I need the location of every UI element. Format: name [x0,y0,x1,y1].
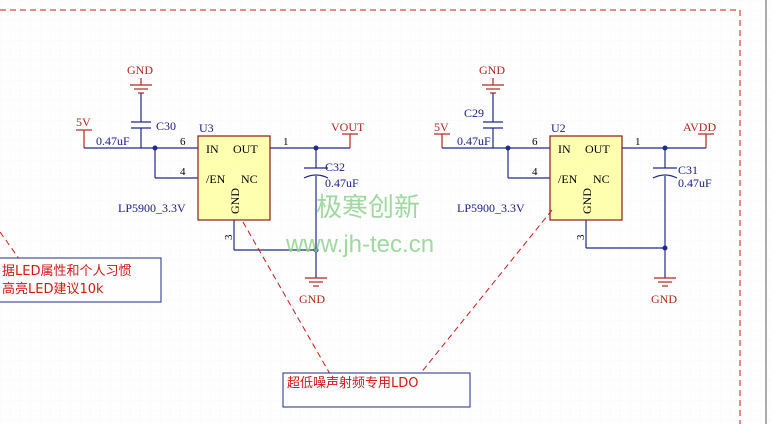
pin-out-label: OUT [233,142,258,156]
pin-in-label: IN [558,142,571,156]
ground-symbol-top [130,78,152,94]
junction-dot [662,245,668,251]
callout-leaders [0,209,553,375]
c30-value: 0.47uF [96,134,130,148]
power-5v-label: 5V [76,115,91,129]
c30-ref: C30 [156,119,176,133]
pin-nc-label: NC [593,172,610,186]
note-left-line1: 据LED属性和个人习惯 [2,263,131,279]
note-box-left[interactable]: 据LED属性和个人习惯 高亮LED建议10k [0,257,162,303]
pin-nc-label: NC [241,172,258,186]
c32-value: 0.47uF [325,176,359,190]
ldo-circuit-u2: GND C29 0.47uF 5V U2 IN OUT /EN NC GND 6… [434,63,716,306]
u3-ref: U3 [199,121,214,135]
c31-ref: C31 [678,163,698,177]
pin-gnd-label: GND [580,188,594,214]
note-box-bottom[interactable]: 超低噪声射频专用LDO [282,372,471,408]
pin-1-number: 1 [283,136,289,148]
watermark-url: www.jh-tec.cn [285,231,434,258]
pin-in-label: IN [206,142,219,156]
ground-symbol-bottom [654,277,676,287]
pin-3-number: 3 [223,234,235,240]
capacitor-c32 [303,167,329,179]
pin-en-label: /EN [206,172,226,186]
c29-value: 0.47uF [457,134,491,148]
part-number-u3: LP5900_3.3V [118,201,186,215]
pin-3-number: 3 [575,234,587,240]
junction-dot [313,247,319,253]
pin-6-number: 6 [180,136,186,148]
vout-label: VOUT [331,120,365,134]
pin-1-number: 1 [635,136,641,148]
pin-6-number: 6 [532,136,538,148]
chip-u2[interactable] [549,135,623,221]
gnd-label-bottom: GND [651,292,677,306]
pin-4-number: 4 [532,166,538,178]
capacitor-c31 [652,167,678,179]
gnd-label-top: GND [479,63,505,77]
gnd-label-bottom: GND [299,292,325,306]
note-bottom-text: 超低噪声射频专用LDO [287,375,419,391]
pin-out-label: OUT [585,142,610,156]
u2-ref: U2 [551,121,566,135]
gnd-label-top: GND [127,63,153,77]
ground-symbol-bottom [305,277,327,287]
power-5v-label: 5V [434,120,449,134]
pin-en-label: /EN [558,172,578,186]
part-number-u2: LP5900_3.3V [457,201,525,215]
avdd-label: AVDD [683,120,716,134]
c32-ref: C32 [325,160,345,174]
pin-4-number: 4 [180,166,186,178]
c29-ref: C29 [464,106,484,120]
ldo-circuit-u3: GND C30 0.47uF 5V U3 IN OUT /EN NC GND [76,63,365,306]
pin-gnd-label: GND [228,188,242,214]
c31-value: 0.47uF [678,176,712,190]
note-left-line2: 高亮LED建议10k [2,281,104,297]
watermark-cn: 极寒创新 [316,193,420,223]
